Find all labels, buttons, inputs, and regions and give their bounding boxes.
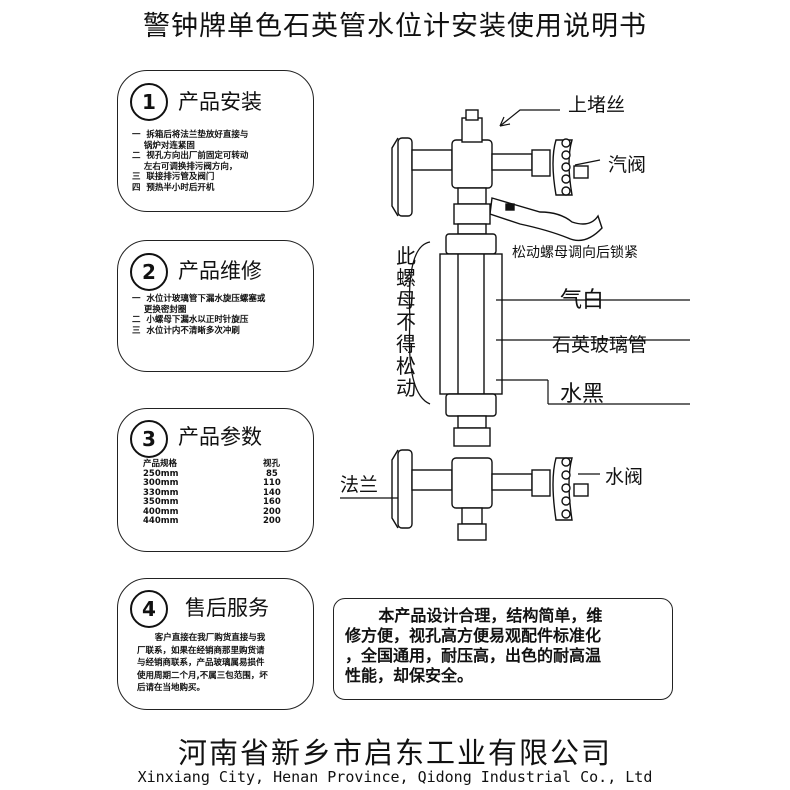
air-label: 气白 bbox=[560, 288, 605, 313]
top-body bbox=[451, 139, 493, 189]
service-section bbox=[117, 578, 314, 710]
repair-heading: 产品维修 bbox=[178, 259, 262, 283]
section-number-1: 1 bbox=[130, 83, 168, 121]
vertical-char: 得 bbox=[396, 332, 416, 356]
params-col-view: 视孔 bbox=[263, 459, 281, 469]
vertical-char: 动 bbox=[396, 376, 416, 400]
upper-nut bbox=[445, 233, 497, 255]
water-valve-label: 水阀 bbox=[605, 466, 644, 488]
summary-text: 本产品设计合理，结构简单，维 修方便，视孔高方便易观配件标准化 ，全国通用，耐压… bbox=[345, 606, 603, 685]
drain-fitting bbox=[457, 523, 487, 541]
top-plug-icon bbox=[461, 117, 483, 143]
water-label: 水黑 bbox=[560, 382, 605, 407]
lower-nut bbox=[445, 393, 497, 417]
section-number-2: 2 bbox=[130, 253, 168, 291]
vertical-char: 螺 bbox=[396, 266, 416, 290]
company-name-en: Xinxiang City, Henan Province, Qidong In… bbox=[137, 768, 653, 786]
water-valve-icon bbox=[531, 457, 589, 521]
flange-label: 法兰 bbox=[340, 474, 379, 496]
page-title: 警钟牌单色石英管水位计安装使用说明书 bbox=[143, 11, 647, 42]
top-left-pipe bbox=[411, 149, 453, 171]
install-heading: 产品安装 bbox=[178, 90, 262, 114]
params-heading: 产品参数 bbox=[178, 425, 262, 449]
repair-text: 一 水位计玻璃管下漏水旋压螺塞或 更换密封圈 二 小螺母下漏水以正时针旋压 三 … bbox=[132, 294, 266, 336]
steam-valve-label: 汽阀 bbox=[608, 154, 647, 176]
quartz-tube bbox=[439, 253, 503, 395]
bottom-body bbox=[451, 457, 493, 509]
wrench-icon bbox=[489, 197, 603, 242]
top-flange-icon bbox=[397, 137, 413, 217]
steam-valve-icon bbox=[531, 138, 589, 196]
vertical-char: 此 bbox=[396, 244, 416, 268]
install-text: 一 拆箱后将法兰垫放好直接与 锅炉对连紧固 二 视孔方向出厂前固定可转动 左右可… bbox=[132, 130, 249, 193]
section-number-4: 4 bbox=[130, 590, 168, 628]
nut-note-label: 松动螺母调向后锁紧 bbox=[512, 245, 638, 261]
bottom-flange-icon bbox=[397, 449, 413, 529]
vertical-char: 母 bbox=[396, 288, 416, 312]
section-number-3: 3 bbox=[130, 420, 168, 458]
vertical-char: 不 bbox=[396, 310, 416, 334]
quartz-tube-label: 石英玻璃管 bbox=[552, 334, 648, 356]
plug-label: 上堵丝 bbox=[568, 94, 626, 116]
service-heading: 售后服务 bbox=[185, 596, 269, 620]
vertical-char: 松 bbox=[396, 354, 416, 378]
summary-box bbox=[333, 598, 673, 700]
vertical-note: 此 螺 母 不 得 松 动 bbox=[394, 245, 418, 399]
water-level-gauge-diagram bbox=[340, 109, 690, 541]
service-text: 客户直接在我厂购货直接与我 厂联系，如果在经销商那里购货请 与经销商联系，产品玻… bbox=[137, 633, 268, 693]
params-col-spec: 产品规格 bbox=[143, 459, 178, 469]
company-name: 河南省新乡市启东工业有限公司 bbox=[177, 736, 612, 770]
